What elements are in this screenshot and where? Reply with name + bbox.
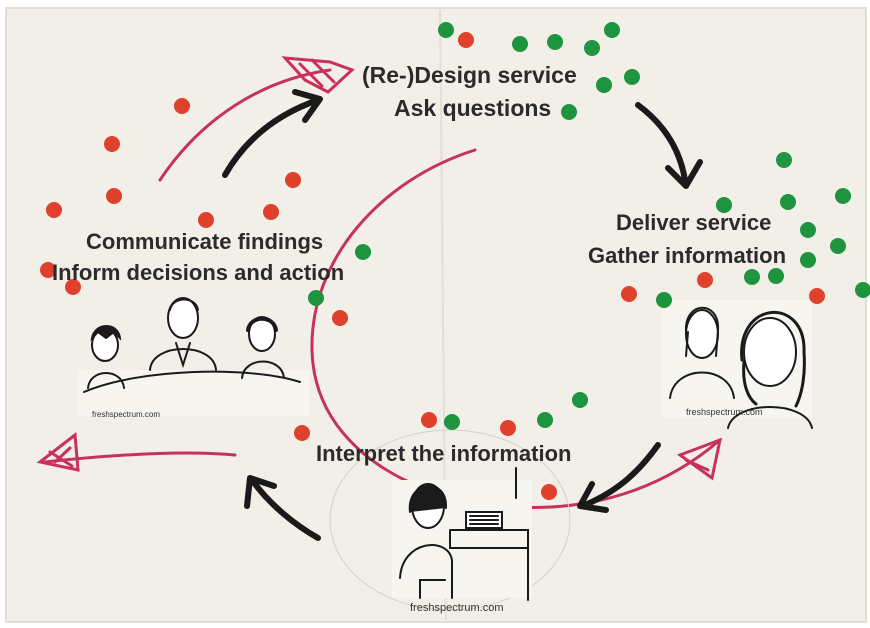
- green-dot: [780, 194, 796, 210]
- green-dot: [656, 292, 672, 308]
- red-dot: [541, 484, 557, 500]
- red-dot: [106, 188, 122, 204]
- red-dot: [294, 425, 310, 441]
- marker-arc-top-left: [158, 68, 332, 182]
- user-1-head: [685, 309, 719, 359]
- red-dot: [285, 172, 301, 188]
- red-dot: [458, 32, 474, 48]
- arrow-to-communicate-head: [244, 475, 277, 509]
- user-1-hair: [684, 306, 720, 357]
- meeting-backdrop: [78, 370, 310, 416]
- arrow-to-deliver-head: [665, 159, 703, 189]
- person-2-head: [167, 297, 199, 339]
- analyst-body: [399, 544, 453, 599]
- arrow-to-communicate: [249, 477, 321, 541]
- red-dot: [500, 420, 516, 436]
- red-dot: [104, 136, 120, 152]
- red-dot: [421, 412, 437, 428]
- users-illustration: [662, 300, 813, 429]
- marker-line-left: [43, 451, 237, 464]
- green-dot: [800, 252, 816, 268]
- cycle-arrows: [222, 89, 703, 541]
- arrow-to-interpret-head: [577, 481, 609, 513]
- user-1-body: [669, 371, 735, 399]
- marker-scribble-left: [48, 446, 74, 468]
- marker-arrowhead-top: [281, 56, 355, 94]
- green-dot: [572, 392, 588, 408]
- green-dot: [561, 104, 577, 120]
- marker-scribble-top: [298, 58, 336, 88]
- red-dot: [332, 310, 348, 326]
- stage-communicate-title: Communicate findings: [86, 229, 324, 254]
- red-dot: [809, 288, 825, 304]
- arrow-to-design: [222, 97, 321, 178]
- stage-design-subtitle: Ask questions: [394, 95, 552, 121]
- credit-left: freshspectrum.com: [92, 410, 161, 419]
- green-dot: [744, 269, 760, 285]
- arrow-to-deliver: [635, 102, 688, 183]
- green-dot: [624, 69, 640, 85]
- paper-edge: [5, 7, 867, 623]
- green-dot: [776, 152, 792, 168]
- red-dot: [40, 262, 56, 278]
- red-dot: [621, 286, 637, 302]
- green-dots: [308, 22, 870, 430]
- green-dot: [596, 77, 612, 93]
- person-1-hair: [90, 325, 122, 341]
- analyst-illustration: [329, 429, 571, 611]
- red-dot: [198, 212, 214, 228]
- user-2-head: [743, 317, 797, 387]
- red-dot: [65, 279, 81, 295]
- user-2-body: [727, 406, 813, 429]
- arrow-to-interpret: [582, 442, 661, 508]
- green-dot: [716, 197, 732, 213]
- analyst-desk: [449, 529, 529, 601]
- user-2-hair: [740, 311, 806, 408]
- meeting-table-edge: [83, 370, 301, 393]
- green-dot: [537, 412, 553, 428]
- stage-communicate-subtitle: Inform decisions and action: [52, 260, 345, 285]
- person-2-tie: [175, 342, 191, 369]
- person-3-hair: [246, 316, 278, 332]
- meeting-illustration: [78, 297, 310, 416]
- red-dot: [697, 272, 713, 288]
- green-dot: [584, 40, 600, 56]
- credit-right: freshspectrum.com: [686, 407, 763, 417]
- green-dot: [855, 282, 870, 298]
- green-dot: [355, 244, 371, 260]
- stage-deliver-title: Deliver service: [616, 210, 772, 235]
- stage-design-title: (Re-)Design service: [362, 62, 577, 88]
- marker-arrowhead-left: [36, 432, 80, 472]
- marker-arrowhead-right: [676, 437, 723, 481]
- green-dot: [830, 238, 846, 254]
- analyst-chair: [419, 579, 446, 599]
- green-dot: [768, 268, 784, 284]
- analyst-laptop-keys: [469, 515, 499, 525]
- person-2-body: [149, 348, 217, 371]
- stage-deliver-subtitle: Gather information: [588, 243, 787, 268]
- green-dot: [308, 290, 324, 306]
- person-1-body: [87, 372, 125, 389]
- analyst-hair: [408, 484, 448, 513]
- analyst-halo: [329, 429, 571, 611]
- green-dot: [438, 22, 454, 38]
- marker-scribble-right: [684, 458, 710, 472]
- red-dot: [174, 98, 190, 114]
- credit-bottom: freshspectrum.com: [410, 602, 504, 614]
- green-dot: [444, 414, 460, 430]
- red-dot: [263, 204, 279, 220]
- person-3-body: [241, 360, 285, 379]
- person-2-hair: [169, 298, 199, 311]
- green-dot: [512, 36, 528, 52]
- green-dot: [547, 34, 563, 50]
- stage-interpret-title: Interpret the information: [316, 441, 572, 466]
- red-dots: [40, 32, 825, 500]
- green-dot: [800, 222, 816, 238]
- green-dot: [604, 22, 620, 38]
- green-dot: [835, 188, 851, 204]
- arrow-to-design-head: [292, 89, 323, 123]
- red-dot: [46, 202, 62, 218]
